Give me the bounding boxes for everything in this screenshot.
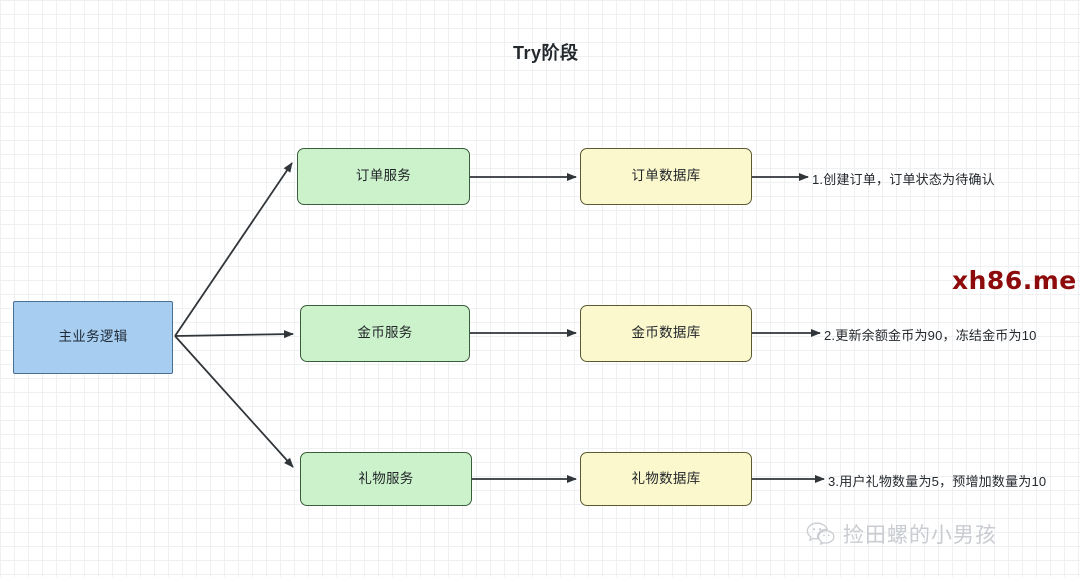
node-gift-service[interactable]: 礼物服务 [300, 452, 472, 506]
node-label: 金币服务 [357, 325, 413, 341]
edge-start-to-order-service [174, 162, 293, 337]
node-label: 礼物服务 [358, 470, 414, 486]
node-coin-service[interactable]: 金币服务 [300, 305, 470, 362]
page-title: Try阶段 [513, 43, 579, 63]
node-order-database[interactable]: 订单数据库 [580, 148, 752, 205]
node-main-business-logic[interactable]: 主业务逻辑 [13, 301, 173, 374]
node-gift-database[interactable]: 礼物数据库 [580, 452, 752, 506]
edge-start-to-gift-service [174, 335, 294, 468]
node-label: 订单数据库 [631, 168, 701, 184]
edge-start-to-coin-service [174, 330, 294, 339]
node-label: 订单服务 [355, 168, 412, 184]
wechat-watermark: 捡田螺的小男孩 [806, 519, 997, 549]
node-label: 礼物数据库 [631, 470, 701, 486]
node-coin-database[interactable]: 金币数据库 [580, 305, 752, 362]
site-watermark: xh86.me [952, 266, 1077, 295]
note-gift: 3.用户礼物数量为5，预增加数量为10 [828, 474, 1047, 489]
note-coin: 2.更新余额金币为90，冻结金币为10 [824, 328, 1037, 343]
node-label: 主业务逻辑 [58, 329, 128, 345]
note-order: 1.创建订单，订单状态为待确认 [812, 172, 995, 187]
node-order-service[interactable]: 订单服务 [297, 148, 470, 205]
wechat-account-name: 捡田螺的小男孩 [843, 524, 997, 547]
wechat-icon [806, 521, 836, 547]
node-label: 金币数据库 [631, 325, 701, 341]
